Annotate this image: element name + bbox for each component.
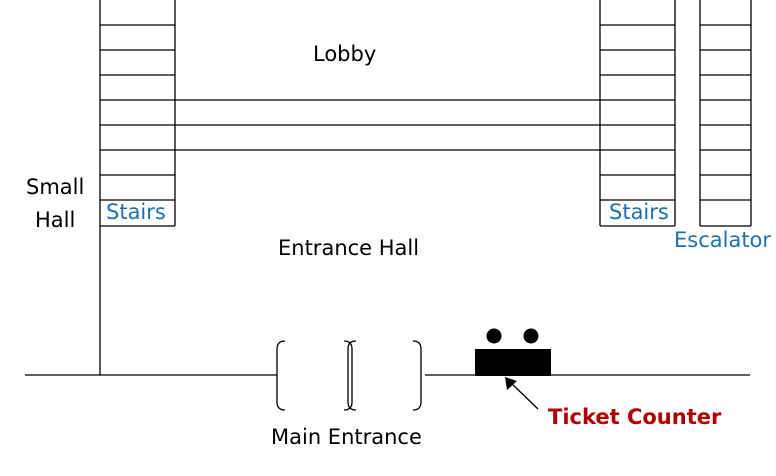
ticket-counter-arrowhead xyxy=(505,377,517,390)
escalator xyxy=(699,0,752,227)
escalator-label: Escalator xyxy=(674,228,772,252)
lobby-walkway xyxy=(175,99,600,151)
small-hall-label-line2: Hall xyxy=(35,208,76,232)
ticket-counter-label: Ticket Counter xyxy=(548,405,722,429)
ticket-counter xyxy=(475,328,551,376)
main-entrance-doors xyxy=(276,340,422,411)
right-stairs xyxy=(599,0,676,227)
stairs-left-label: Stairs xyxy=(106,200,166,224)
ticket-counter-pointer xyxy=(509,381,539,410)
small-hall-label-line1: Small xyxy=(26,175,85,199)
stairs-right-label: Stairs xyxy=(609,200,669,224)
left-stairs xyxy=(99,0,176,227)
lobby-label: Lobby xyxy=(313,42,377,66)
main-entrance-label: Main Entrance xyxy=(271,425,422,449)
entrance-hall-label: Entrance Hall xyxy=(278,236,420,260)
